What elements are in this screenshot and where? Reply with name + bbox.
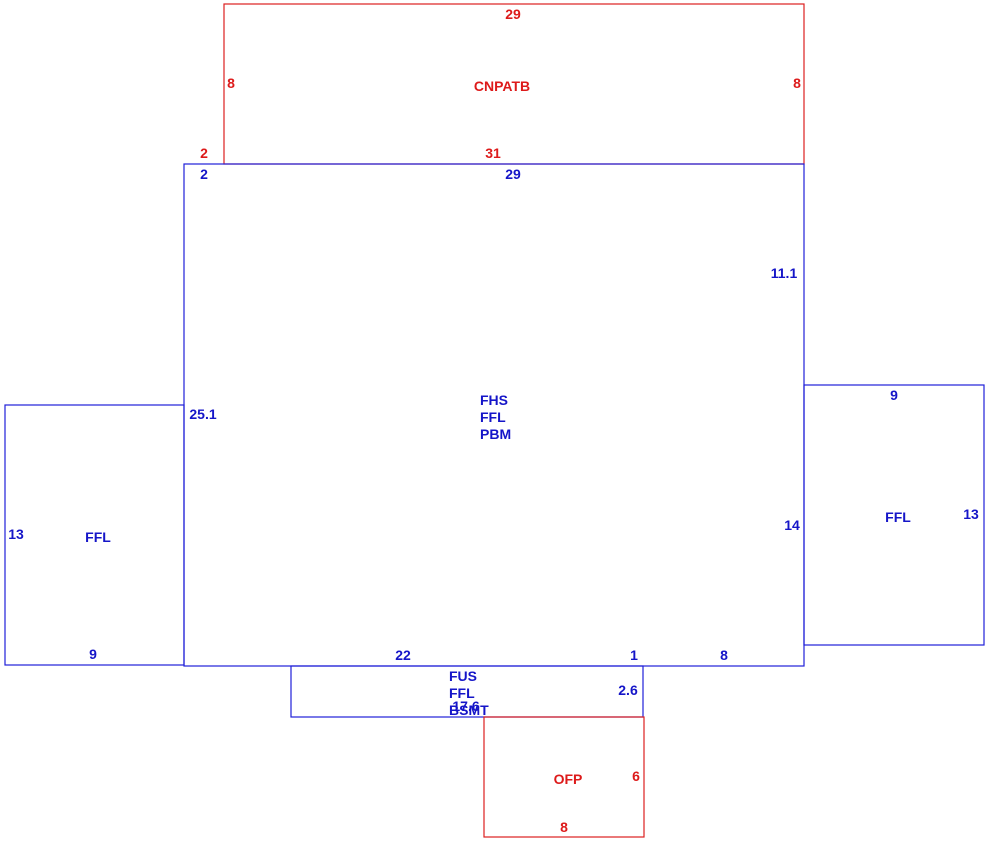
carport-code-label: CNPATB (474, 78, 530, 94)
porch-bottom-dimension: 8 (560, 819, 568, 835)
lower-room-outline (290, 665, 644, 718)
main-bottom-right-dimension: 8 (720, 647, 728, 663)
carport-right-dimension: 8 (793, 75, 801, 91)
right-wing-right-dimension: 13 (963, 506, 979, 522)
left-wing-bottom-dimension: 9 (89, 646, 97, 662)
lower-room-bottom-dimension: 17.6 (452, 698, 479, 714)
carport-offset-dimension: 2 (200, 145, 208, 161)
carport-bottom-dimension: 31 (485, 145, 501, 161)
main-right-lower-dimension: 14 (784, 517, 800, 533)
lower-room-area: FUS FFL 17.6 BSMT 2.6 (290, 665, 644, 718)
main-top-dimension: 29 (505, 166, 521, 182)
lower-room-code-label-1: FUS (449, 668, 477, 684)
porch-right-dimension: 6 (632, 768, 640, 784)
main-bottom-mid-dimension: 1 (630, 647, 638, 663)
carport-left-dimension: 8 (227, 75, 235, 91)
main-code-label-3: PBM (480, 426, 511, 442)
left-wing-area: 13 FFL 9 (4, 404, 185, 666)
left-wing-code-label: FFL (85, 529, 111, 545)
lower-room-code-label-3: BSMT (449, 702, 489, 718)
main-code-label-1: FHS (480, 392, 508, 408)
right-wing-code-label: FFL (885, 509, 911, 525)
main-offset-dimension: 2 (200, 166, 208, 182)
main-house-area: 2 29 11.1 25.1 FHS FFL PBM 14 22 1 8 (183, 163, 805, 667)
porch-area: OFP 6 8 (483, 716, 645, 838)
right-wing-top-dimension: 9 (890, 387, 898, 403)
main-bottom-left-dimension: 22 (395, 647, 411, 663)
main-code-label-2: FFL (480, 409, 506, 425)
porch-outline (483, 716, 645, 838)
left-wing-outline (4, 404, 185, 666)
left-wing-left-dimension: 13 (8, 526, 24, 542)
porch-code-label: OFP (554, 771, 583, 787)
carport-area: 29 8 8 CNPATB 31 2 (200, 3, 805, 165)
carport-top-dimension: 29 (505, 6, 521, 22)
main-left-dimension: 25.1 (189, 406, 216, 422)
lower-room-code-label-2: FFL (449, 685, 475, 701)
main-right-upper-dimension: 11.1 (771, 265, 798, 281)
lower-room-right-dimension: 2.6 (618, 682, 638, 698)
right-wing-outline (803, 384, 985, 646)
right-wing-area: 9 FFL 13 (803, 384, 985, 646)
